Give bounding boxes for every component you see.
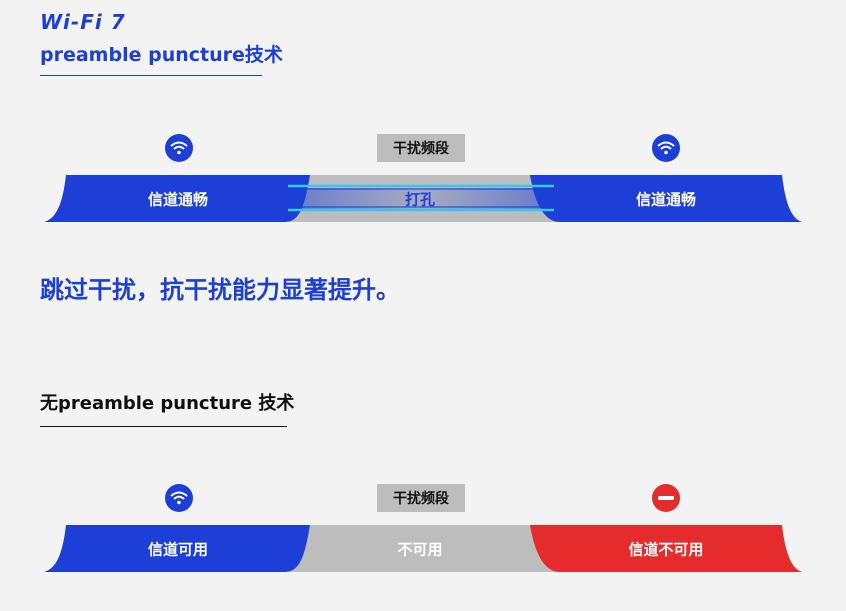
wifi-icon — [652, 134, 680, 162]
interference-band-tag: 干扰频段 — [377, 134, 465, 162]
brand-logo: Wi-Fi 7 — [40, 10, 126, 34]
unavailable-segment — [288, 525, 560, 572]
puncture-glow — [300, 188, 540, 210]
headline: 跳过干扰，抗干扰能力显著提升。 — [40, 276, 400, 304]
title-underline — [40, 75, 262, 76]
page-title: preamble puncture技术 — [40, 44, 283, 66]
left-segment-label: 信道通畅 — [147, 190, 209, 209]
middle-segment-label: 不可用 — [397, 540, 443, 559]
clear-channel-left — [44, 175, 310, 222]
right-segment-label: 信道不可用 — [628, 540, 704, 559]
section-underline — [40, 426, 287, 427]
section-title: 无preamble puncture 技术 — [40, 393, 295, 414]
interference-band-tag: 干扰频段 — [377, 484, 465, 512]
puncture-label: 打孔 — [404, 190, 436, 209]
unavailable-channel-right — [530, 525, 802, 572]
wifi-icon — [165, 484, 193, 512]
right-segment-label: 信道通畅 — [635, 190, 697, 209]
no-entry-icon — [652, 484, 680, 512]
clear-channel-right — [530, 175, 802, 222]
wifi-icon — [165, 134, 193, 162]
available-channel-left — [44, 525, 310, 572]
left-segment-label: 信道可用 — [147, 540, 209, 559]
